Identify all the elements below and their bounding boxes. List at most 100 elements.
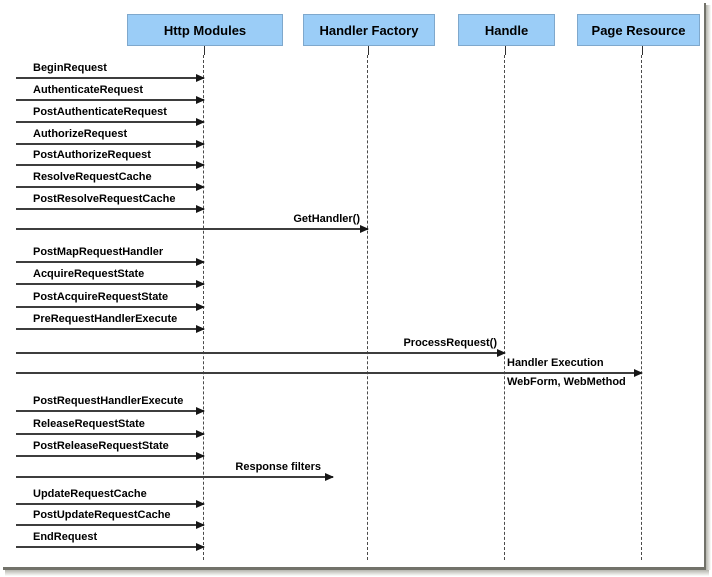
message-arrow (16, 225, 369, 233)
lifeline-handle (504, 55, 505, 560)
message-label: PostRequestHandlerExecute (33, 395, 184, 407)
arrowhead-icon (360, 225, 369, 233)
arrowhead-icon (196, 303, 205, 311)
arrowhead-icon (325, 473, 334, 481)
message-postreleaserequeststate: PostReleaseRequestState (16, 440, 205, 460)
message-arrow (16, 118, 205, 126)
message-arrow (16, 280, 205, 288)
message-postresolverequestcache: PostResolveRequestCache (16, 193, 205, 213)
message-arrow (16, 543, 205, 551)
message-label: PostAcquireRequestState (33, 291, 169, 303)
message-handler-execution: Handler Execution WebForm, WebMethod (16, 357, 643, 388)
lifeline-tick (368, 46, 369, 55)
message-arrow (16, 325, 205, 333)
message-label: AuthorizeRequest (33, 128, 128, 140)
message-arrow (16, 369, 643, 377)
arrowhead-icon (196, 118, 205, 126)
message-arrow (16, 430, 205, 438)
message-label: Handler Execution (507, 357, 604, 369)
actor-page-resource: Page Resource (577, 14, 700, 46)
arrowhead-icon (196, 205, 205, 213)
message-arrow (16, 407, 205, 415)
arrowhead-icon (634, 369, 643, 377)
arrowhead-icon (497, 349, 506, 357)
message-label: AcquireRequestState (33, 268, 145, 280)
lifeline-tick (505, 46, 506, 55)
arrowhead-icon (196, 500, 205, 508)
message-arrow (16, 258, 205, 266)
message-label: PostResolveRequestCache (33, 193, 176, 205)
message-label: EndRequest (33, 531, 98, 543)
arrowhead-icon (196, 74, 205, 82)
message-arrow (16, 96, 205, 104)
message-postauthenticaterequest: PostAuthenticateRequest (16, 106, 205, 126)
arrowhead-icon (196, 183, 205, 191)
message-response-filters: Response filters (16, 461, 334, 481)
arrowhead-icon (196, 325, 205, 333)
actor-label: Http Modules (163, 22, 247, 38)
message-label: PreRequestHandlerExecute (33, 313, 178, 325)
message-authorizerequest: AuthorizeRequest (16, 128, 205, 148)
message-arrow (16, 349, 506, 357)
message-releaserequeststate: ReleaseRequestState (16, 418, 205, 438)
message-label: BeginRequest (33, 62, 107, 74)
message-gethandler: GetHandler() (16, 213, 369, 233)
message-label: PostMapRequestHandler (33, 246, 164, 258)
message-label: Response filters (235, 461, 321, 473)
message-label: PostUpdateRequestCache (33, 509, 171, 521)
lifeline-page-resource (641, 55, 642, 560)
message-arrow (16, 452, 205, 460)
message-arrow (16, 303, 205, 311)
message-label: UpdateRequestCache (33, 488, 147, 500)
message-arrow (16, 183, 205, 191)
message-prerequesthandlerexecute: PreRequestHandlerExecute (16, 313, 205, 333)
lifeline-handler-factory (367, 55, 368, 560)
actor-label: Handler Factory (319, 22, 419, 38)
message-postauthorizerequest: PostAuthorizeRequest (16, 149, 205, 169)
message-resolverequestcache: ResolveRequestCache (16, 171, 205, 191)
arrowhead-icon (196, 140, 205, 148)
message-arrow (16, 140, 205, 148)
message-arrow (16, 521, 205, 529)
message-postacquirerequeststate: PostAcquireRequestState (16, 291, 205, 311)
message-label: PostAuthenticateRequest (33, 106, 167, 118)
message-postupdaterequestcache: PostUpdateRequestCache (16, 509, 205, 529)
arrowhead-icon (196, 258, 205, 266)
frame-shadow-right (704, 3, 706, 568)
frame-shadow-right-soft (706, 5, 711, 570)
arrowhead-icon (196, 543, 205, 551)
message-arrow (16, 473, 334, 481)
arrowhead-icon (196, 521, 205, 529)
message-label: ProcessRequest() (403, 337, 497, 349)
lifeline-tick (642, 46, 643, 55)
actor-handle: Handle (458, 14, 555, 46)
message-arrow (16, 205, 205, 213)
arrowhead-icon (196, 407, 205, 415)
arrowhead-icon (196, 452, 205, 460)
message-beginrequest: BeginRequest (16, 62, 205, 82)
arrowhead-icon (196, 161, 205, 169)
message-updaterequestcache: UpdateRequestCache (16, 488, 205, 508)
message-arrow (16, 161, 205, 169)
message-endrequest: EndRequest (16, 531, 205, 551)
lifeline-tick (204, 46, 205, 55)
message-arrow (16, 500, 205, 508)
message-label: PostReleaseRequestState (33, 440, 169, 452)
message-label: PostAuthorizeRequest (33, 149, 151, 161)
message-processrequest: ProcessRequest() (16, 337, 506, 357)
frame-shadow-bottom (3, 567, 706, 570)
message-arrow (16, 74, 205, 82)
message-postrequesthandlerexecute: PostRequestHandlerExecute (16, 395, 205, 415)
frame-shadow-bottom-soft (5, 570, 709, 576)
message-label: GetHandler() (293, 213, 360, 225)
actor-label: Handle (484, 22, 529, 38)
arrowhead-icon (196, 280, 205, 288)
actor-handler-factory: Handler Factory (303, 14, 435, 46)
actor-label: Page Resource (591, 22, 686, 38)
message-sublabel: WebForm, WebMethod (507, 376, 626, 388)
arrowhead-icon (196, 96, 205, 104)
message-postmaprequesthandler: PostMapRequestHandler (16, 246, 205, 266)
arrowhead-icon (196, 430, 205, 438)
actor-http-modules: Http Modules (127, 14, 283, 46)
